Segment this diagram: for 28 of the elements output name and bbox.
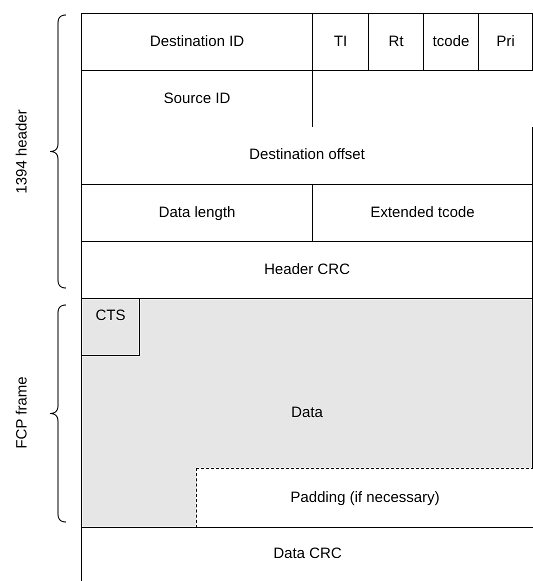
field-label: Pri bbox=[496, 32, 515, 52]
field-label: Padding (if necessary) bbox=[290, 488, 440, 508]
field-label: CTS bbox=[96, 307, 126, 326]
header-field bbox=[478, 13, 533, 71]
header-field bbox=[312, 13, 369, 71]
field-label: Data bbox=[291, 404, 323, 422]
header-field bbox=[81, 127, 533, 185]
header-field bbox=[81, 241, 533, 299]
field-label: tcode bbox=[432, 32, 470, 52]
field-label: Source ID bbox=[164, 90, 230, 108]
data-region bbox=[81, 298, 533, 528]
field-label: Data CRC bbox=[273, 545, 342, 564]
field-label: Rt bbox=[388, 32, 404, 52]
crc-field bbox=[81, 527, 533, 581]
field-label: Destination offset bbox=[249, 146, 365, 165]
field-label: Destination ID bbox=[150, 32, 244, 52]
header-field bbox=[423, 13, 479, 71]
field-label: Extended tcode bbox=[370, 204, 475, 222]
field-label: TI bbox=[334, 32, 348, 52]
cts-field bbox=[81, 298, 140, 356]
section-label: 1394 header bbox=[14, 108, 30, 196]
header-field bbox=[81, 70, 313, 128]
header-field bbox=[81, 13, 313, 71]
padding-field bbox=[196, 468, 533, 528]
field-label: Data length bbox=[158, 204, 236, 222]
header-field bbox=[368, 13, 424, 71]
section-label: FCP frame bbox=[14, 375, 30, 451]
field-label: Header CRC bbox=[264, 260, 350, 280]
